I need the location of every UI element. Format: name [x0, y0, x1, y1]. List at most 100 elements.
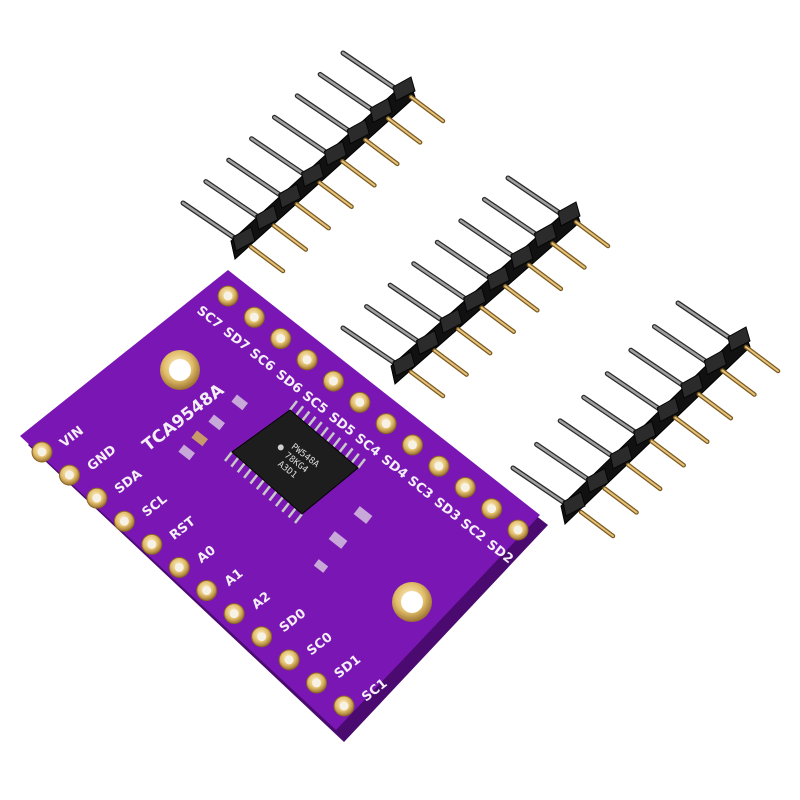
header-plastic-segment [463, 286, 487, 313]
header-pin-short-highlight [674, 416, 709, 443]
header-plastic-segment [510, 244, 534, 270]
ic-pin [262, 485, 272, 496]
pin-header-3 [510, 300, 781, 539]
top-pin-pad-hole [223, 291, 233, 301]
header-pin-short-highlight [410, 371, 444, 397]
ic-pin [243, 468, 253, 479]
top-pin-pad-hole [328, 376, 338, 386]
top-pin-pad-hole [355, 397, 365, 407]
header-plastic-segment [392, 351, 416, 377]
ic-pin [224, 451, 233, 462]
ic-pin [357, 458, 366, 469]
header-plastic-segment [301, 161, 325, 188]
pin-header-1 [180, 50, 446, 274]
header-plastic-segment [486, 265, 510, 292]
ic-pin [294, 513, 303, 524]
left-pin-pad-hole [257, 632, 267, 642]
header-plastic-segment [562, 491, 586, 517]
header-plastic-segment [369, 97, 393, 124]
top-pin-pad-hole [302, 355, 312, 365]
header-pin-short-highlight [433, 349, 468, 376]
header-plastic-segment [439, 308, 463, 334]
pin-headers [180, 50, 781, 539]
mounting-hole-bottom-center [401, 591, 423, 613]
left-pin-pad-hole [202, 586, 212, 596]
left-pin-pad-hole [92, 493, 102, 503]
capacitor-1 [191, 430, 208, 447]
ic-chip: PW548A 78KG4 A3D1 [224, 400, 366, 524]
ic-pin [236, 462, 246, 474]
ic-pin [268, 490, 278, 502]
resistor-1 [231, 394, 248, 411]
header-plastic-segment [656, 396, 680, 423]
left-pin-pad-hole [229, 609, 239, 619]
ic-pin [338, 442, 348, 453]
header-plastic-segment [557, 201, 581, 227]
ic-chip-body [231, 409, 359, 515]
left-pin-pad-hole [64, 470, 74, 480]
header-pin-short-highlight [721, 369, 756, 396]
header-pin-short-highlight [457, 328, 492, 355]
ic-pin [326, 431, 336, 443]
ic-pin [230, 456, 240, 468]
header-pin-short-highlight [650, 440, 685, 467]
header-plastic-segment [392, 76, 416, 102]
header-plastic-segment [609, 444, 633, 470]
ic-pin [313, 421, 323, 432]
header-pin-short-highlight [745, 346, 779, 372]
ic-pin [307, 416, 317, 427]
left-pin-pad-hole [119, 516, 129, 526]
header-plastic-segment [278, 183, 302, 209]
ic-pin [295, 405, 305, 417]
header-plastic-segment [586, 467, 610, 494]
ic-pin [350, 452, 360, 464]
header-pin-short-highlight [697, 393, 732, 420]
header-plastic-segment [323, 140, 348, 167]
header-pin-short-highlight [318, 181, 353, 208]
header-plastic-segment [255, 204, 279, 231]
pcb-board: PW548A 78KG4 A3D1 TCA9548A VINGNDSDASCLR… [20, 270, 548, 742]
top-pin-pad-hole [381, 419, 391, 429]
resistor-4 [353, 506, 373, 524]
header-plastic-segment [633, 420, 657, 447]
smd-components [178, 394, 373, 573]
top-pin-pad-hole [513, 525, 523, 535]
ic-pin [344, 447, 354, 459]
left-pin-pad-hole [312, 678, 322, 688]
header-pin-short-highlight [387, 117, 422, 144]
left-pin-pad-hole [284, 655, 294, 665]
header-pin-short-highlight [250, 246, 284, 272]
ic-pin [301, 410, 311, 422]
resistor-6 [313, 559, 329, 573]
header-pin-short-highlight [410, 96, 444, 122]
ic-logo [277, 444, 284, 451]
mounting-hole-top-center [169, 359, 191, 381]
ic-pin [249, 473, 259, 485]
header-plastic-segment [346, 119, 370, 145]
pin-pads [31, 285, 529, 717]
header-plastic-segment [680, 373, 704, 399]
ic-pin [274, 496, 284, 507]
ic-pin [281, 501, 291, 513]
left-pin-pad-hole [339, 701, 349, 711]
top-pin-pad-hole [487, 504, 497, 514]
top-pin-pad-hole [249, 312, 259, 322]
ic-pin [255, 479, 265, 490]
top-pin-pad-hole [408, 440, 418, 450]
top-pin-pad-hole [460, 482, 470, 492]
header-plastic-segment [232, 226, 256, 252]
header-plastic-segment [727, 326, 751, 352]
header-pin-short-highlight [272, 224, 307, 251]
left-pin-pad-hole [174, 562, 184, 572]
header-plastic-segment [416, 329, 440, 356]
header-pin-short-highlight [364, 138, 399, 165]
ic-chip-pins [224, 400, 366, 524]
pin-header-2 [340, 175, 611, 399]
header-pin-short-highlight [580, 511, 614, 537]
header-pin-short-highlight [575, 221, 609, 247]
header-pin-short-highlight [527, 263, 562, 290]
header-pin-short-highlight [627, 463, 662, 490]
top-pin-pad-hole [434, 461, 444, 471]
ic-pin [319, 426, 329, 438]
